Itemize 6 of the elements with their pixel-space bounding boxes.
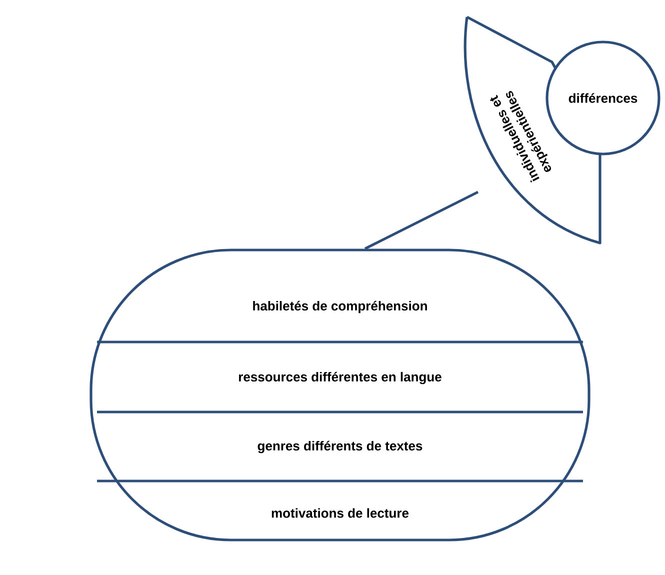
band-label: ressources différentes en langue — [239, 372, 442, 384]
band-label: habiletés de compréhension — [253, 300, 427, 314]
band-label: genres différents de textes — [258, 440, 422, 454]
band-label: motivations de lecture — [272, 508, 409, 518]
rounded-band-container — [90, 248, 590, 542]
connector-line — [364, 190, 479, 250]
